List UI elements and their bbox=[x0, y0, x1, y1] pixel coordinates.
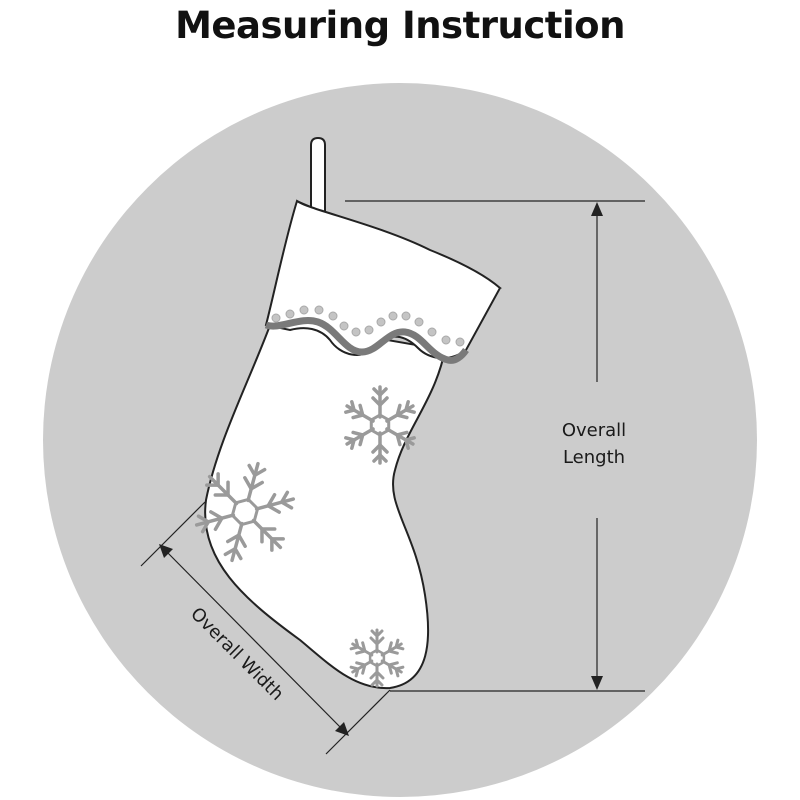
page-title: Measuring Instruction bbox=[175, 4, 625, 47]
snowflake-left bbox=[192, 461, 298, 565]
snowflake-top bbox=[341, 385, 419, 465]
stocking-cuff bbox=[264, 199, 502, 359]
stocking-body bbox=[204, 318, 447, 690]
width-extension-upper bbox=[140, 501, 206, 567]
length-label-line1: Overall bbox=[562, 420, 626, 441]
snowflake-toe bbox=[348, 628, 406, 688]
length-arrowhead-bottom bbox=[591, 676, 603, 690]
width-arrowhead-upper bbox=[159, 544, 173, 558]
hanging-loop bbox=[310, 136, 326, 215]
length-label-line2: Length bbox=[563, 447, 625, 468]
cuff-trim bbox=[264, 317, 469, 364]
cuff-dots bbox=[271, 305, 465, 347]
width-arrow-line bbox=[161, 546, 347, 734]
width-dimension bbox=[140, 501, 391, 755]
width-arrowhead-lower bbox=[335, 722, 349, 736]
length-dimension bbox=[345, 200, 645, 692]
length-arrowhead-top bbox=[591, 202, 603, 216]
width-extension-lower bbox=[325, 689, 391, 755]
